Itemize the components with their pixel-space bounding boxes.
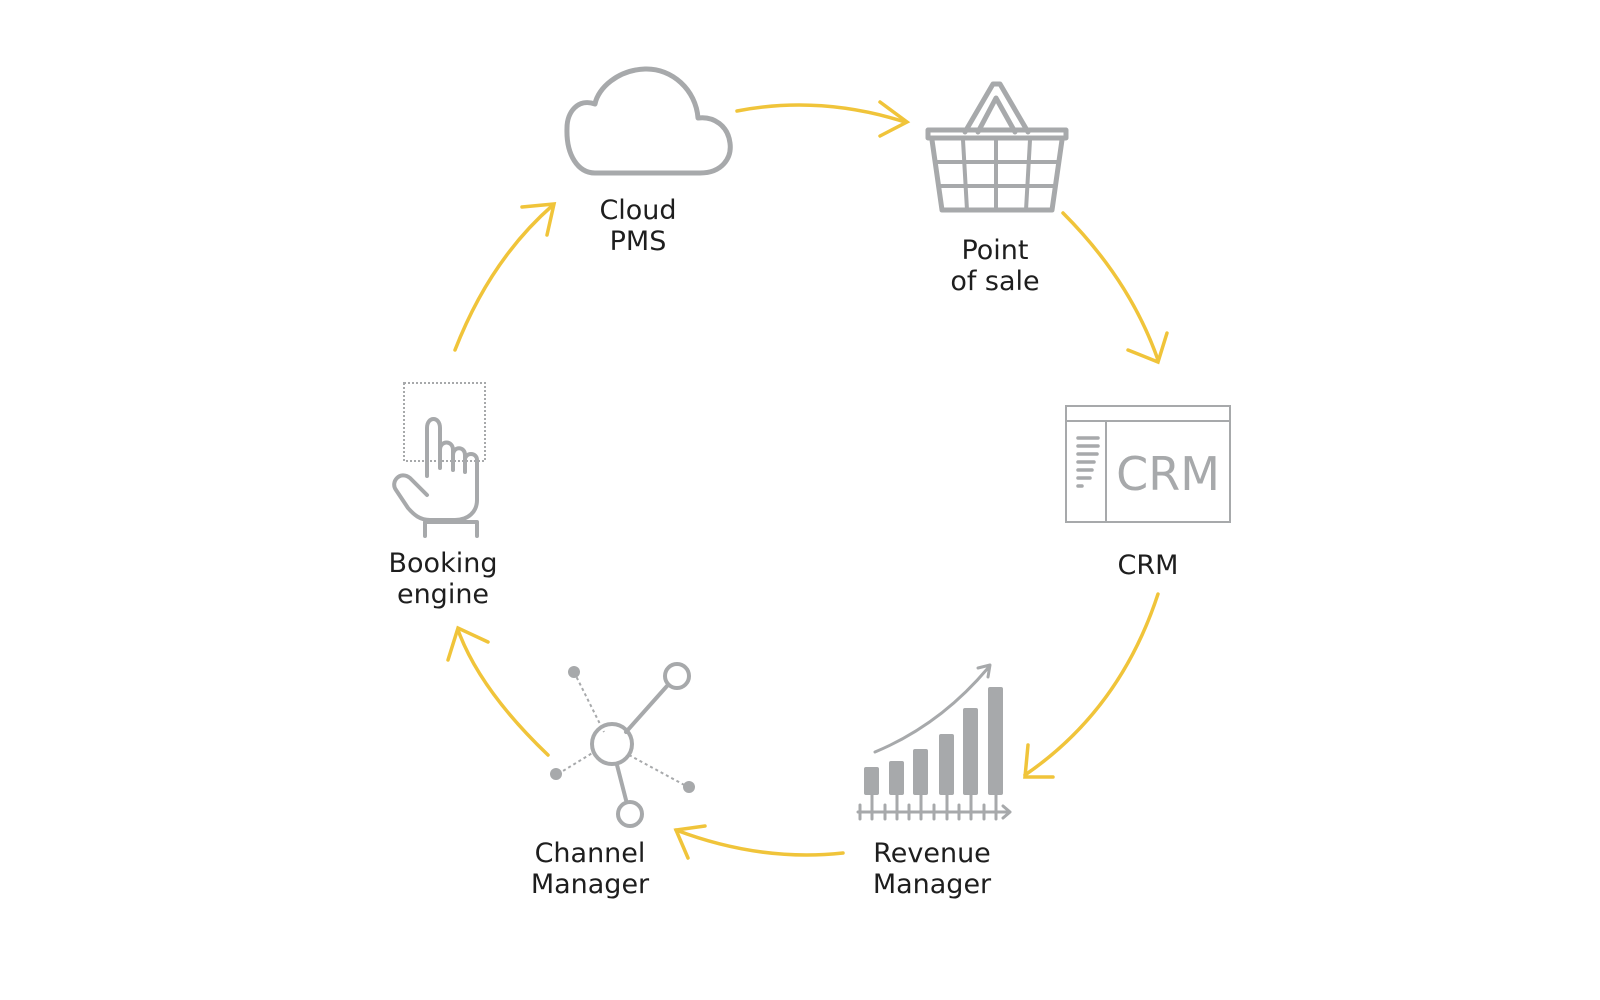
node-label-line: engine: [397, 579, 489, 610]
node-point-of-sale: Point of sale: [950, 235, 1039, 297]
arrow-revenue-to-channel: [673, 824, 845, 860]
cloud-icon: [564, 66, 733, 176]
node-label-line: CRM: [1118, 550, 1179, 581]
node-crm: CRM: [1118, 550, 1179, 581]
node-label-line: Revenue: [873, 838, 991, 869]
bar-chart-growth-icon: [856, 663, 1012, 821]
arrow-booking-to-cloud: [453, 202, 557, 352]
node-booking-engine: Booking engine: [389, 548, 498, 610]
node-channel-manager: Channel Manager: [531, 838, 650, 900]
network-hub-icon: [550, 662, 695, 828]
crm-window-icon: CRM: [1065, 405, 1231, 523]
crm-icon-text: CRM: [1116, 447, 1220, 501]
node-label-line: Manager: [531, 869, 650, 900]
arrow-channel-to-booking: [446, 625, 550, 757]
arrow-cloud-to-pos: [735, 100, 911, 138]
node-revenue-manager: Revenue Manager: [873, 838, 992, 900]
arrow-pos-to-crm: [1061, 211, 1169, 365]
arrow-crm-to-revenue: [1023, 592, 1160, 779]
node-label-line: of sale: [950, 266, 1039, 297]
node-label-line: Booking: [389, 548, 498, 579]
node-label-line: Manager: [873, 869, 992, 900]
node-label-line: Point: [961, 235, 1028, 266]
basket-icon: [925, 81, 1069, 213]
node-label-line: PMS: [610, 226, 667, 257]
node-cloud-pms: Cloud PMS: [599, 195, 676, 257]
hand-pointer-icon: [392, 382, 486, 538]
node-label-line: Cloud: [599, 195, 676, 226]
node-label-line: Channel: [535, 838, 646, 869]
